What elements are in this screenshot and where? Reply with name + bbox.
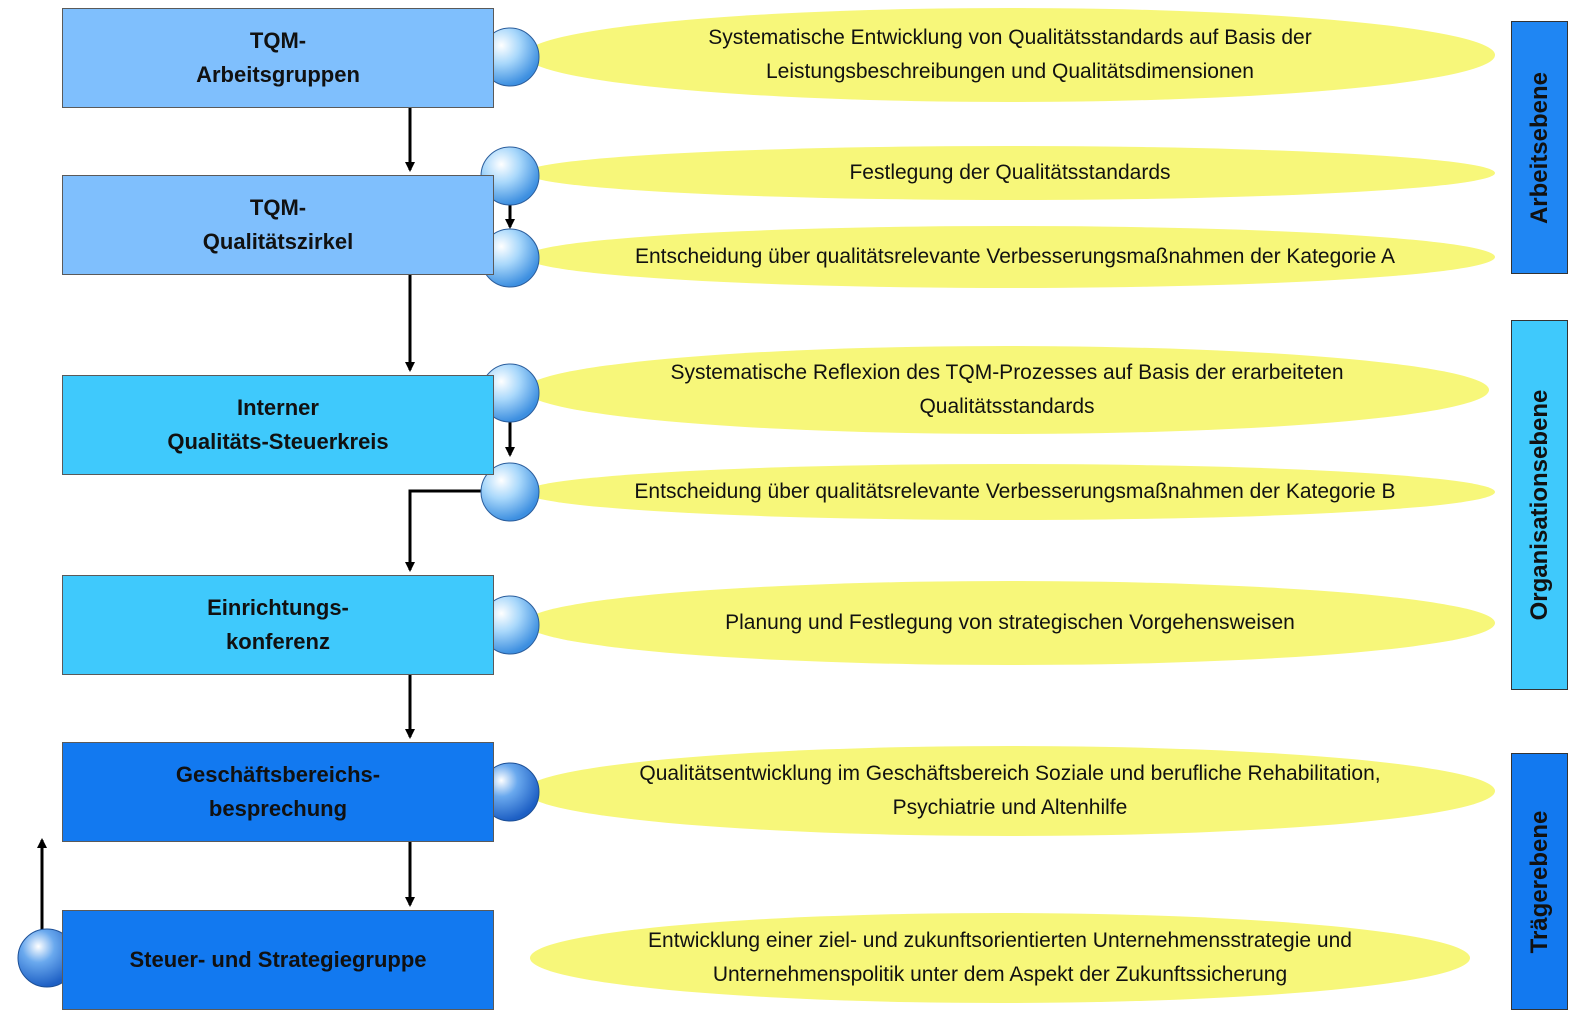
ball-5 <box>480 462 540 522</box>
box-4-line1: Einrichtungs- <box>207 595 349 620</box>
box-1-line2: Arbeitsgruppen <box>196 62 360 87</box>
note-8: Entwicklung einer ziel- und zukunftsorie… <box>530 913 1470 1003</box>
box-2-line2: Qualitätszirkel <box>202 229 354 254</box>
level-organisationsebene: Organisationsebene <box>1511 320 1568 690</box>
box-4-line2: konferenz <box>226 629 330 654</box>
note-7: Qualitätsentwicklung im Geschäftsbereich… <box>525 746 1495 836</box>
note-4: Systematische Reflexion des TQM-Prozesse… <box>525 346 1489 434</box>
note-7-text: Qualitätsentwicklung im Geschäftsbereich… <box>639 762 1381 819</box>
box-steuer-strategiegruppe: Steuer- und Strategiegruppe <box>62 910 494 1010</box>
level-traegerebene-label: Trägerebene <box>1525 810 1553 953</box>
note-2: Festlegung der Qualitätsstandards <box>525 146 1495 200</box>
level-arbeitsebene-label: Arbeitsebene <box>1525 71 1553 224</box>
box-3-line1: Interner <box>237 395 319 420</box>
note-5: Entscheidung über qualitätsrelevante Ver… <box>525 464 1495 520</box>
box-2-line1: TQM- <box>249 195 307 220</box>
box-5-line2: besprechung <box>208 796 348 821</box>
box-tqm-qualitaetszirkel: TQM- Qualitätszirkel <box>62 175 494 275</box>
box-einrichtungskonferenz: Einrichtungs- konferenz <box>62 575 494 675</box>
box-tqm-arbeitsgruppen: TQM- Arbeitsgruppen <box>62 8 494 108</box>
box-interner-steuerkreis: Interner Qualitäts-Steuerkreis <box>62 375 494 475</box>
box-1-line1: TQM- <box>249 28 307 53</box>
note-bg-3 <box>525 226 1495 288</box>
note-5-text: Entscheidung über qualitätsrelevante Ver… <box>634 480 1396 503</box>
note-4-text: Systematische Reflexion des TQM-Prozesse… <box>670 361 1344 418</box>
note-6: Planung und Festlegung von strategischen… <box>525 581 1495 665</box>
note-6-text: Planung und Festlegung von strategischen… <box>725 611 1295 634</box>
note-1-text: Systematische Entwicklung von Qualitätss… <box>708 26 1312 83</box>
note-bg-1 <box>525 8 1495 102</box>
box-6-line1: Steuer- und Strategiegruppe <box>129 947 427 972</box>
box-geschaeftsbereichsbesprechung: Geschäftsbereichs- besprechung <box>62 742 494 842</box>
note-3-text: Entscheidung über qualitätsrelevante Ver… <box>635 245 1395 268</box>
note-bg-5 <box>525 464 1495 520</box>
note-bg-7 <box>525 746 1495 836</box>
box-5-line1: Geschäftsbereichs- <box>175 762 381 787</box>
note-bg-4 <box>525 346 1489 434</box>
note-1: Systematische Entwicklung von Qualitätss… <box>525 8 1495 102</box>
note-8-text: Entwicklung einer ziel- und zukunftsorie… <box>648 929 1352 986</box>
note-bg-6 <box>525 581 1495 665</box>
note-bg-8 <box>530 913 1470 1003</box>
level-traegerebene: Trägerebene <box>1511 753 1568 1010</box>
level-organisationsebene-label: Organisationsebene <box>1525 389 1553 621</box>
level-arbeitsebene: Arbeitsebene <box>1511 21 1568 274</box>
note-2-text: Festlegung der Qualitätsstandards <box>849 161 1171 184</box>
note-bg-2 <box>525 146 1495 200</box>
note-3: Entscheidung über qualitätsrelevante Ver… <box>525 226 1495 288</box>
box-3-line2: Qualitäts-Steuerkreis <box>167 429 389 454</box>
